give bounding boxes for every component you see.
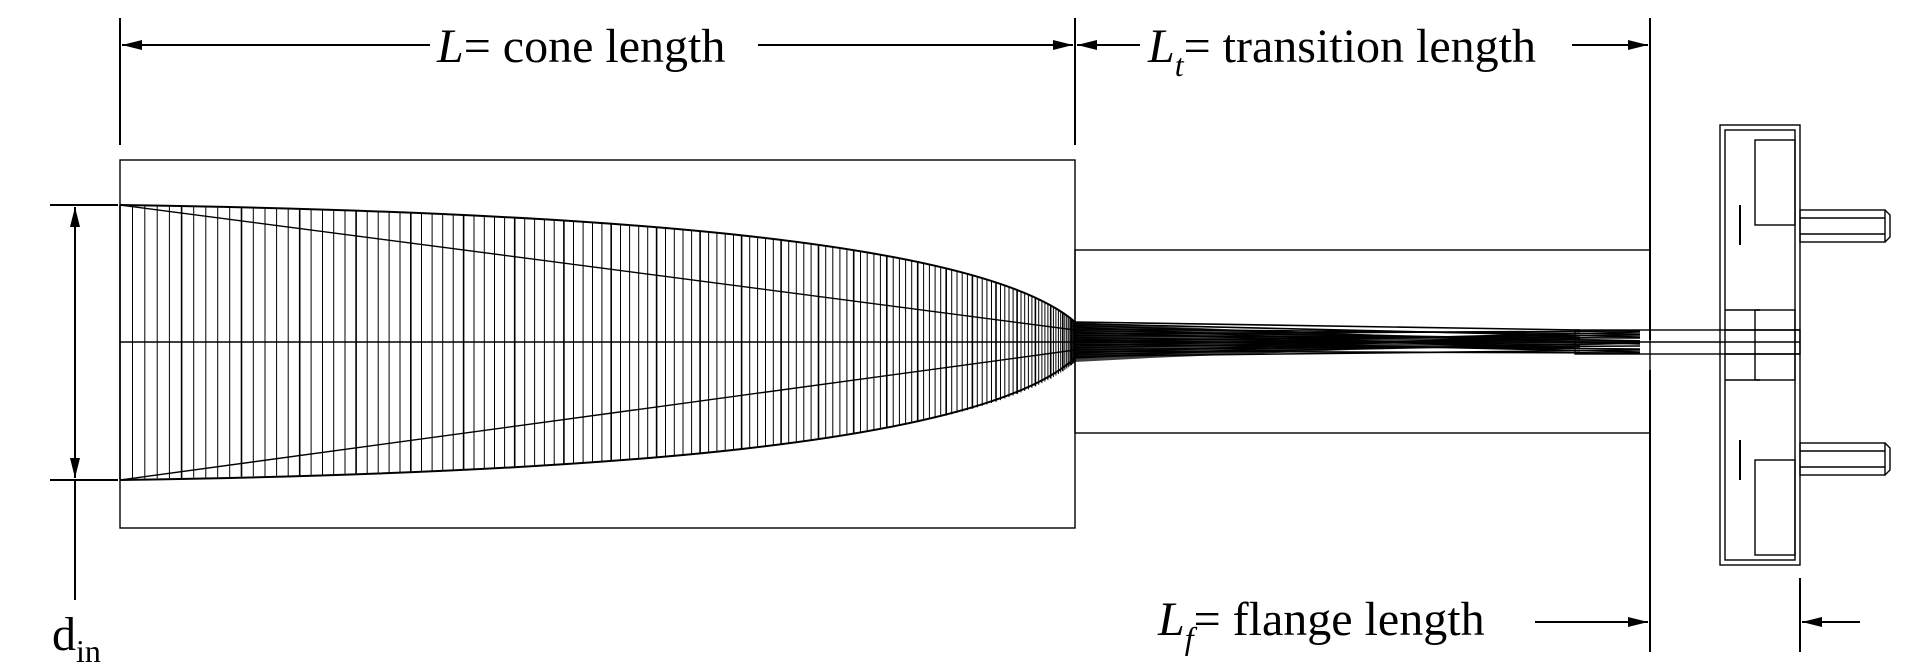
cone-upper-edge bbox=[119, 204, 1076, 323]
cone-length-dimension: L= cone length bbox=[122, 20, 1073, 73]
flange-lower-insert bbox=[1754, 459, 1796, 556]
flange-upper-insert bbox=[1754, 139, 1796, 226]
flange bbox=[1719, 124, 1801, 566]
cone-bounding-box bbox=[119, 159, 1076, 529]
flange-plate bbox=[1719, 124, 1801, 566]
cone-lower-diagonal bbox=[119, 349, 1076, 481]
inner-diameter-dimension: din bbox=[52, 207, 101, 664]
flange-length-label: Lf= flange length bbox=[1157, 593, 1485, 656]
cone-outline bbox=[119, 204, 1076, 481]
upper-bolt-tip bbox=[1884, 209, 1891, 243]
lower-bolt bbox=[1799, 442, 1891, 476]
transition-line bbox=[1074, 321, 1581, 331]
din-label: din bbox=[52, 608, 101, 664]
upper-bolt bbox=[1799, 209, 1891, 243]
cone-upper-diagonal bbox=[119, 204, 1076, 331]
flange-middle-insert bbox=[1754, 309, 1796, 381]
lower-bolt-tip bbox=[1884, 442, 1891, 476]
upper-bolt-shank bbox=[1799, 209, 1886, 243]
transition-section bbox=[1074, 249, 1801, 434]
lower-bolt-shank bbox=[1799, 442, 1886, 476]
flange-inner-plate bbox=[1724, 129, 1796, 561]
flange-bolts bbox=[1799, 209, 1891, 476]
cone-lower-edge bbox=[119, 357, 1076, 481]
cone-length-label: L= cone length bbox=[436, 20, 725, 73]
transition-length-dimension: Lt= transition length bbox=[1077, 20, 1648, 83]
transition-length-label: Lt= transition length bbox=[1147, 20, 1536, 83]
flange-length-dimension: Lf= flange length bbox=[1157, 593, 1860, 656]
